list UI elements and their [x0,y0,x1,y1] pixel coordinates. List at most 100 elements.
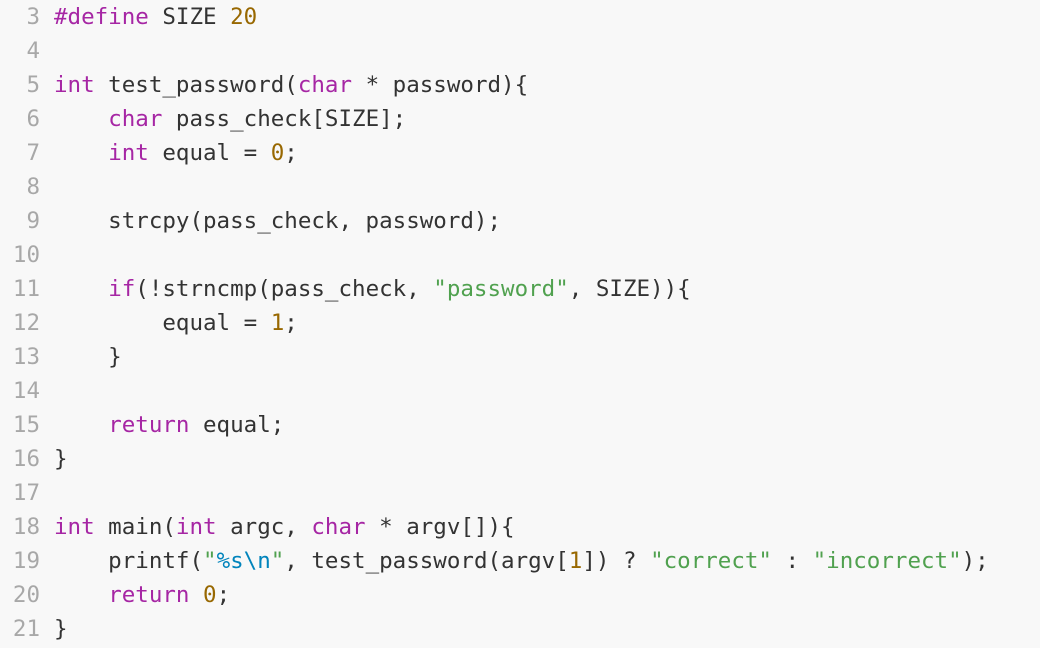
code-token [189,582,203,608]
code-token: } [54,446,68,472]
code-token: char [108,106,163,132]
line-number: 17 [12,480,40,506]
line-number: 7 [26,140,40,166]
code-line[interactable]: 11 if(!strncmp(pass_check, "password", S… [0,272,1040,306]
code-token: 1 [270,310,285,336]
code-line[interactable]: 8 [0,170,1040,204]
code-token: char [311,514,366,540]
code-line[interactable]: 21} [0,612,1040,646]
code-text: int test_password(char * password){ [40,68,1040,102]
code-token: 0 [270,140,285,166]
code-token: int [108,140,149,166]
code-token: ; [284,310,298,336]
code-token: * password){ [352,72,529,98]
code-token: , test_password(argv[ [284,548,569,574]
code-line[interactable]: 10 [0,238,1040,272]
code-token: equal = [148,140,271,166]
code-token: 1 [568,548,583,574]
line-number: 12 [12,310,40,336]
code-line[interactable]: 17 [0,476,1040,510]
code-token: * argv[]){ [365,514,515,540]
code-token: , SIZE)){ [568,276,691,302]
code-token: (!strncmp(pass_check, [135,276,434,302]
code-text: char pass_check[SIZE]; [40,102,1040,136]
line-number: 20 [12,582,40,608]
code-token: int [54,72,95,98]
code-text: printf("%s\n", test_password(argv[1]) ? … [40,544,1040,578]
code-line[interactable]: 19 printf("%s\n", test_password(argv[1])… [0,544,1040,578]
code-text: int equal = 0; [40,136,1040,170]
code-token: ); [961,548,989,574]
code-text [40,34,1040,68]
code-line[interactable]: 14 [0,374,1040,408]
code-text [40,476,1040,510]
line-number: 11 [12,276,40,302]
code-text: #define SIZE 20 [40,0,1040,34]
code-token: strcpy(pass_check, password); [54,208,502,234]
code-line[interactable]: 9 strcpy(pass_check, password); [0,204,1040,238]
code-text [40,170,1040,204]
line-number: 8 [26,174,40,200]
code-token: SIZE [148,4,231,30]
code-token: : [771,548,813,574]
code-token: 0 [203,582,217,608]
code-line[interactable]: 15 return equal; [0,408,1040,442]
code-line[interactable]: 7 int equal = 0; [0,136,1040,170]
code-token: } [54,344,122,370]
code-token: ; [216,582,231,608]
code-text: equal = 1; [40,306,1040,340]
code-token: "incorrect" [812,548,962,574]
code-text: } [40,340,1040,374]
code-text: } [40,612,1040,646]
line-number: 14 [12,378,40,404]
code-token: pass_check[SIZE]; [162,106,407,132]
code-token: "correct" [650,548,772,574]
code-token: " [203,548,217,574]
code-token: 20 [230,4,258,30]
line-number: 5 [26,72,40,98]
code-token [54,412,108,438]
code-text [40,374,1040,408]
code-token: char [297,72,353,98]
code-text: return equal; [40,408,1040,442]
code-token: ]) ? [582,548,651,574]
code-text: return 0; [40,578,1040,612]
code-line[interactable]: 3#define SIZE 20 [0,0,1040,34]
code-line[interactable]: 16} [0,442,1040,476]
line-number: 3 [26,4,40,30]
code-token: equal = [54,310,271,336]
line-number: 13 [12,344,40,370]
code-token: } [54,616,68,642]
line-number: 4 [26,38,40,64]
code-text: if(!strncmp(pass_check, "password", SIZE… [40,272,1040,306]
line-number: 16 [12,446,40,472]
code-token: %s\n [216,548,271,574]
code-token: int [54,514,95,540]
code-token: equal; [189,412,285,438]
line-number: 10 [12,242,40,268]
line-number: 9 [26,208,40,234]
code-token: main( [94,514,176,540]
code-token [54,276,108,302]
code-line[interactable]: 4 [0,34,1040,68]
code-line[interactable]: 13 } [0,340,1040,374]
code-token: #define [54,4,149,30]
code-token [54,582,108,608]
line-number: 18 [12,514,40,540]
code-token [54,140,108,166]
code-line[interactable]: 6 char pass_check[SIZE]; [0,102,1040,136]
code-text [40,238,1040,272]
code-token: "password" [433,276,569,302]
line-number: 6 [26,106,40,132]
code-text: } [40,442,1040,476]
code-token: " [270,548,285,574]
code-token: argc, [216,514,312,540]
code-text: strcpy(pass_check, password); [40,204,1040,238]
code-token [54,106,108,132]
code-line[interactable]: 12 equal = 1; [0,306,1040,340]
code-token: return [108,412,190,438]
code-line[interactable]: 20 return 0; [0,578,1040,612]
